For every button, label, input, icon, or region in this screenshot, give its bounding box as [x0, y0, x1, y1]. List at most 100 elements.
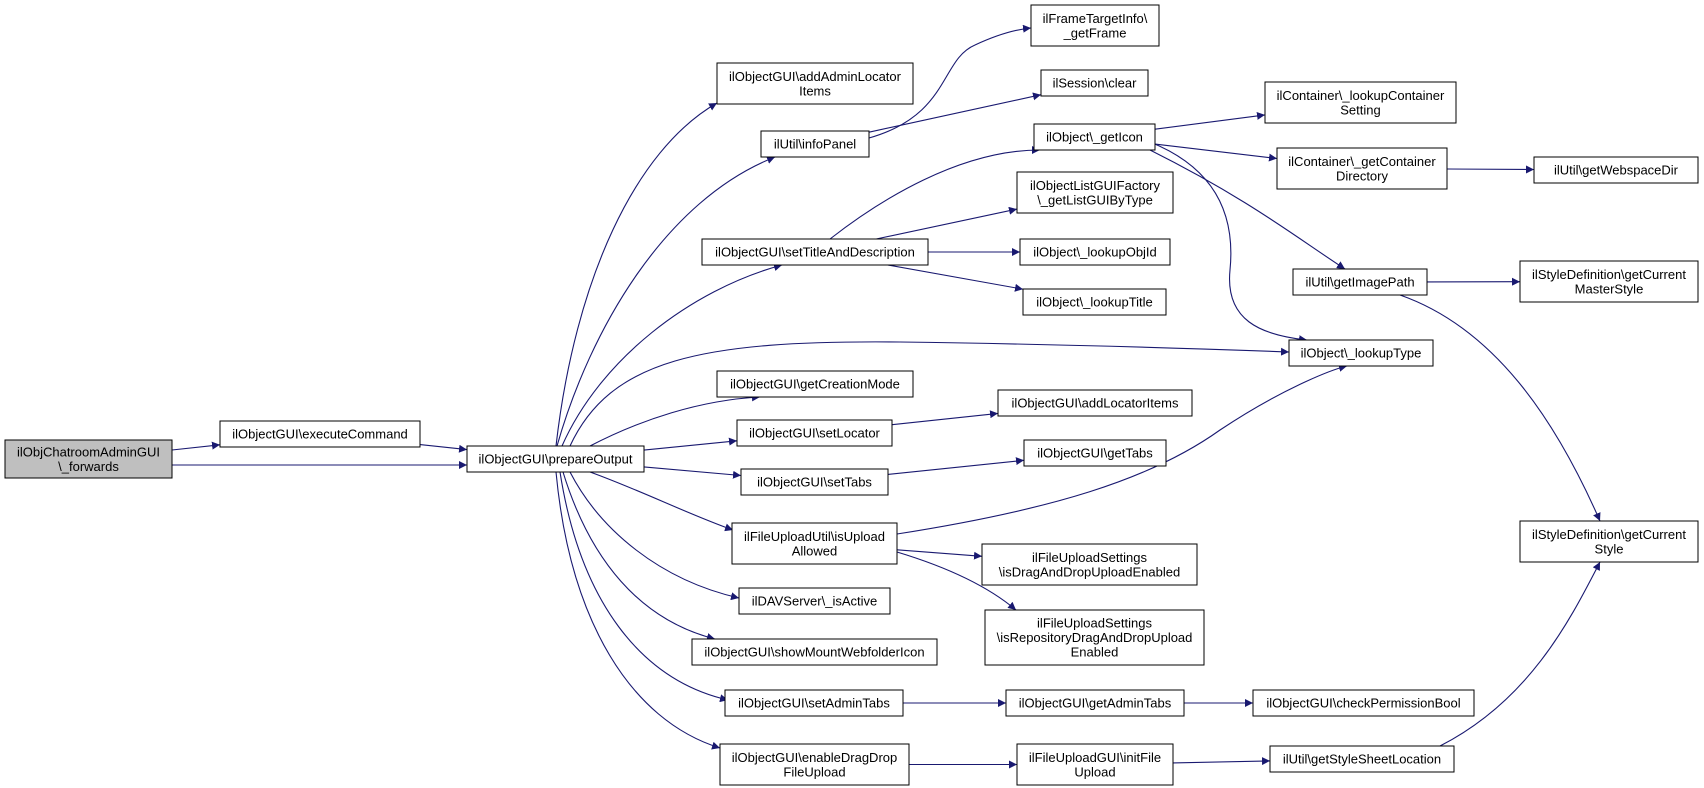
node-label: ilObject\_lookupType — [1301, 346, 1422, 361]
node-label: ilFileUploadGUI\initFile — [1029, 750, 1161, 765]
node-box — [719, 743, 910, 786]
node-label: ilFrameTargetInfo\ — [1043, 11, 1148, 26]
node-label: Enabled — [1071, 645, 1119, 660]
node-box — [984, 609, 1205, 666]
edge-prepareOutput-to-setAdminTabs — [559, 471, 729, 703]
node-box — [1292, 268, 1428, 296]
node-isRepositoryDragAndDropUploadEnabled[interactable]: ilFileUploadSettings\isRepositoryDragAnd… — [984, 609, 1205, 666]
edge-prepareOutput-to-addAdminLocatorItems — [555, 102, 718, 447]
node-sessionClear[interactable]: ilSession\clear — [1040, 69, 1149, 97]
node-box — [1016, 743, 1174, 786]
node-label: ilUtil\getStyleSheetLocation — [1283, 752, 1441, 767]
node-isDragAndDropUploadEnabled[interactable]: ilFileUploadSettings\isDragAndDropUpload… — [981, 543, 1198, 586]
node-setLocator[interactable]: ilObjectGUI\setLocator — [736, 419, 893, 447]
node-label: \isRepositoryDragAndDropUpload — [997, 630, 1193, 645]
node-box — [4, 439, 173, 479]
node-label: \isDragAndDropUploadEnabled — [999, 564, 1180, 579]
node-root[interactable]: ilObjChatroomAdminGUI\_forwards — [4, 439, 173, 479]
node-infoPanel[interactable]: ilUtil\infoPanel — [760, 130, 870, 158]
node-label: ilSession\clear — [1053, 76, 1137, 91]
edge-setTitleAndDescription-to-lookupTitle — [887, 264, 1024, 292]
node-box — [1040, 69, 1149, 97]
node-getCreationMode[interactable]: ilObjectGUI\getCreationMode — [716, 370, 914, 398]
node-setTabs[interactable]: ilObjectGUI\setTabs — [740, 468, 889, 496]
edge-prepareOutput-to-setLocator — [643, 437, 738, 451]
nodes-layer: ilObjChatroomAdminGUI\_forwards ilObjectG… — [4, 4, 1699, 786]
node-getTabs[interactable]: ilObjectGUI\getTabs — [1023, 439, 1167, 467]
node-box — [736, 419, 893, 447]
edge-getIcon-to-lookupContainerSetting — [1154, 111, 1266, 130]
node-label: Allowed — [792, 543, 838, 558]
node-label: ilFileUploadSettings — [1032, 550, 1147, 565]
node-getWebspaceDir[interactable]: ilUtil\getWebspaceDir — [1533, 156, 1699, 184]
edge-prepareOutput-to-lookupType — [569, 341, 1290, 447]
node-label: ilUtil\getImagePath — [1305, 275, 1414, 290]
node-label: ilStyleDefinition\getCurrent — [1532, 527, 1686, 542]
node-box — [691, 638, 938, 666]
node-getAdminTabs[interactable]: ilObjectGUI\getAdminTabs — [1005, 689, 1185, 717]
node-getStyleSheetLocation[interactable]: ilUtil\getStyleSheetLocation — [1269, 745, 1455, 773]
node-label: ilObjectGUI\addAdminLocator — [729, 69, 902, 84]
node-label: \_getListGUIByType — [1037, 192, 1153, 207]
node-box — [466, 445, 645, 473]
node-prepareOutput[interactable]: ilObjectGUI\prepareOutput — [466, 445, 645, 473]
node-getFrame[interactable]: ilFrameTargetInfo\_getFrame — [1030, 4, 1160, 47]
edge-setTabs-to-getTabs — [887, 457, 1025, 475]
node-label: ilObjectGUI\prepareOutput — [479, 452, 633, 467]
node-addLocatorItems[interactable]: ilObjectGUI\addLocatorItems — [997, 389, 1193, 417]
node-box — [1030, 4, 1160, 47]
node-box — [716, 62, 914, 105]
node-lookupTitle[interactable]: ilObject\_lookupTitle — [1022, 288, 1167, 316]
node-lookupType[interactable]: ilObject\_lookupType — [1288, 339, 1434, 367]
node-box — [1519, 520, 1699, 563]
node-box — [760, 130, 870, 158]
edge-getIcon-to-lookupType — [1149, 141, 1308, 344]
node-label: ilObjectGUI\setAdminTabs — [738, 696, 890, 711]
node-label: ilDAVServer\_isActive — [752, 594, 877, 609]
edge-prepareOutput-to-davIsActive — [569, 471, 740, 601]
node-box — [997, 389, 1193, 417]
node-box — [1533, 156, 1699, 184]
edge-prepareOutput-to-isUploadAllowed — [589, 471, 734, 532]
edge-getIcon-to-getContainerDirectory — [1154, 143, 1278, 162]
node-lookupObjId[interactable]: ilObject\_lookupObjId — [1019, 238, 1171, 266]
node-label: ilContainer\_getContainer — [1288, 154, 1436, 169]
node-label: \_forwards — [58, 459, 119, 474]
node-setAdminTabs[interactable]: ilObjectGUI\setAdminTabs — [724, 689, 904, 717]
node-checkPermissionBool[interactable]: ilObjectGUI\checkPermissionBool — [1252, 689, 1475, 717]
node-box — [738, 587, 891, 615]
node-box — [716, 370, 914, 398]
edges-layer — [171, 24, 1601, 769]
node-box — [1005, 689, 1185, 717]
node-getIcon[interactable]: ilObject\_getIcon — [1033, 123, 1156, 151]
node-setTitleAndDescription[interactable]: ilObjectGUI\setTitleAndDescription — [701, 238, 929, 266]
node-box — [731, 522, 898, 565]
node-box — [981, 543, 1198, 586]
edge-prepareOutput-to-getCreationMode — [589, 393, 761, 447]
node-davIsActive[interactable]: ilDAVServer\_isActive — [738, 587, 891, 615]
edge-isUploadAllowed-to-isRepositoryDragAndDropUploadEnabled — [896, 551, 1017, 611]
node-label: ilObject\_lookupObjId — [1033, 245, 1157, 260]
node-box — [1269, 745, 1455, 773]
edge-infoPanel-to-getFrame — [868, 24, 1032, 139]
node-label: ilUtil\infoPanel — [774, 137, 856, 152]
node-getImagePath[interactable]: ilUtil\getImagePath — [1292, 268, 1428, 296]
node-label: FileUpload — [783, 764, 845, 779]
node-box — [1276, 147, 1448, 190]
node-getListGUIByType[interactable]: ilObjectListGUIFactory\_getListGUIByType — [1016, 171, 1174, 214]
node-executeCommand[interactable]: ilObjectGUI\executeCommand — [219, 420, 421, 448]
edge-prepareOutput-to-enableDragDropFileUpload — [555, 471, 721, 750]
node-label: ilObjectListGUIFactory — [1030, 178, 1161, 193]
node-showMountWebfolderIcon[interactable]: ilObjectGUI\showMountWebfolderIcon — [691, 638, 938, 666]
edge-prepareOutput-to-setTitleAndDescription — [561, 263, 783, 447]
node-label: Setting — [1340, 102, 1380, 117]
